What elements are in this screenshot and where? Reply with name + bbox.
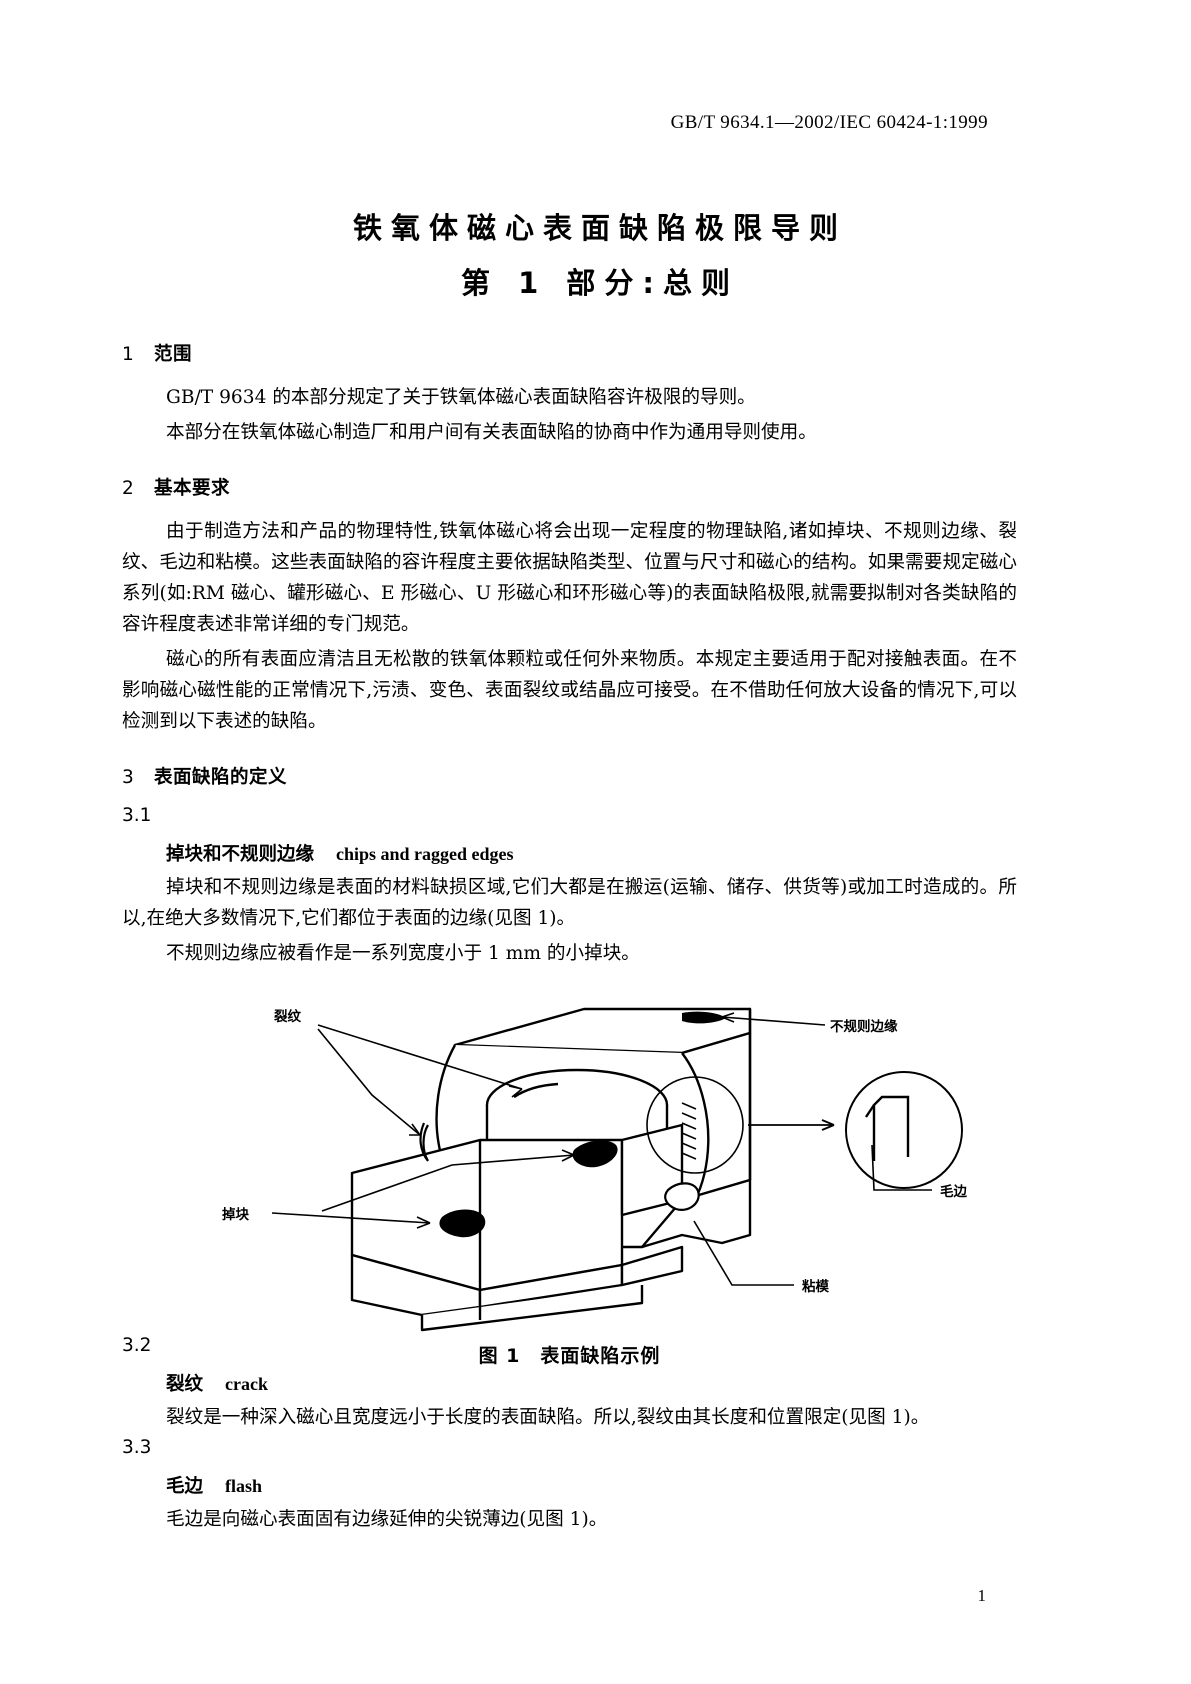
clause-2-title: 基本要求 bbox=[154, 478, 231, 499]
clause-3-number: 3 bbox=[122, 767, 135, 788]
leader-crack bbox=[317, 1024, 523, 1136]
figure-1-label: 图 1 bbox=[478, 1345, 521, 1367]
subclause-3-1-number: 3.1 bbox=[122, 805, 152, 826]
leader-chips bbox=[271, 1149, 575, 1229]
crack-line bbox=[513, 1082, 559, 1099]
figure-callout-chips: 掉块 bbox=[222, 1206, 249, 1223]
subclause-3-2-term: 裂纹 crack bbox=[122, 1370, 1017, 1396]
clause-1-paragraph-2: 本部分在铁氧体磁心制造厂和用户间有关表面缺陷的协商中作为通用导则使用。 bbox=[166, 422, 817, 443]
clause-3-title: 表面缺陷的定义 bbox=[154, 767, 288, 788]
subclause-3-2-number: 3.2 bbox=[122, 1335, 152, 1356]
page-header: GB/T 9634.1—2002/IEC 60424-1:1999 bbox=[671, 112, 988, 134]
clause-2-heading: 2 基本要求 bbox=[122, 474, 1017, 500]
page-number: 1 bbox=[977, 1586, 987, 1605]
leader-flash bbox=[871, 1144, 932, 1191]
subclause-3-1-paragraph-2: 不规则边缘应被看作是一系列宽度小于 1 mm 的小掉块。 bbox=[166, 943, 640, 964]
document-content: 1 范围 GB/T 9634 的本部分规定了关于铁氧体磁心表面缺陷容许极限的导则。… bbox=[122, 340, 1017, 1539]
detail-arrow bbox=[748, 1119, 835, 1131]
subclause-3-3-paragraph-1: 毛边是向磁心表面固有边缘延伸的尖锐薄边(见图 1)。 bbox=[166, 1509, 608, 1530]
term-english: flash bbox=[225, 1476, 263, 1496]
term-english: crack bbox=[225, 1374, 268, 1394]
document-title-line-1: 铁氧体磁心表面缺陷极限导则 bbox=[352, 211, 847, 245]
figure-callout-mould-sticking: 粘模 bbox=[802, 1278, 830, 1295]
ragged-edge-hatching bbox=[681, 1102, 697, 1160]
detail-circle-source bbox=[646, 1076, 744, 1174]
clause-2-paragraph-1: 由于制造方法和产品的物理特性,铁氧体磁心将会出现一定程度的物理缺陷,诸如掉块、不… bbox=[122, 521, 1017, 635]
document-title-line-2: 第 1 部分:总则 bbox=[461, 266, 739, 300]
subclause-3-3-term: 毛边 flash bbox=[122, 1472, 1017, 1498]
detail-circle-magnified bbox=[845, 1071, 963, 1189]
clause-1-paragraph-1: GB/T 9634 的本部分规定了关于铁氧体磁心表面缺陷容许极限的导则。 bbox=[166, 387, 756, 408]
figure-1-title: 表面缺陷示例 bbox=[540, 1345, 661, 1367]
figure-1: 裂纹 不规则边缘 毛边 掉块 bbox=[122, 985, 1017, 1367]
figure-1-caption: 图 1 表面缺陷示例 bbox=[122, 1341, 1017, 1368]
standard-reference: GB/T 9634.1—2002/IEC 60424-1:1999 bbox=[670, 112, 988, 133]
defect-blobs bbox=[439, 1011, 726, 1238]
clause-1-title: 范围 bbox=[154, 344, 193, 365]
subclause-3-2-paragraph-1: 裂纹是一种深入磁心且宽度远小于长度的表面缺陷。所以,裂纹由其长度和位置限定(见图… bbox=[166, 1407, 930, 1428]
term-chinese: 毛边 bbox=[166, 1476, 204, 1497]
clause-1-number: 1 bbox=[122, 344, 135, 365]
leader-mould-sticking bbox=[693, 1220, 794, 1286]
leader-ragged-edges bbox=[721, 1012, 826, 1026]
clause-1-heading: 1 范围 bbox=[122, 340, 1017, 366]
subclause-3-1-paragraph-1: 掉块和不规则边缘是表面的材料缺损区域,它们大都是在搬运(运输、储存、供货等)或加… bbox=[122, 877, 1017, 929]
clause-2-paragraph-2: 磁心的所有表面应清洁且无松散的铁氧体颗粒或任何外来物质。本规定主要适用于配对接触… bbox=[122, 649, 1017, 732]
figure-callout-ragged-edges: 不规则边缘 bbox=[830, 1018, 898, 1035]
term-chinese: 掉块和不规则边缘 bbox=[166, 844, 315, 865]
figure-1-drawing: 裂纹 不规则边缘 毛边 掉块 bbox=[222, 1007, 968, 1332]
term-chinese: 裂纹 bbox=[166, 1374, 204, 1395]
subclause-3-3-number: 3.3 bbox=[122, 1437, 152, 1458]
figure-callout-flash: 毛边 bbox=[940, 1183, 968, 1200]
document-title-block: 铁氧体磁心表面缺陷极限导则 第 1 部分:总则 bbox=[0, 205, 1191, 302]
figure-callout-crack: 裂纹 bbox=[273, 1008, 301, 1025]
subclause-3-1-term: 掉块和不规则边缘 chips and ragged edges bbox=[122, 840, 1017, 866]
clause-3-heading: 3 表面缺陷的定义 bbox=[122, 763, 1017, 789]
term-english: chips and ragged edges bbox=[336, 844, 514, 864]
flash-detail bbox=[865, 1104, 875, 1118]
clause-2-number: 2 bbox=[122, 478, 135, 499]
